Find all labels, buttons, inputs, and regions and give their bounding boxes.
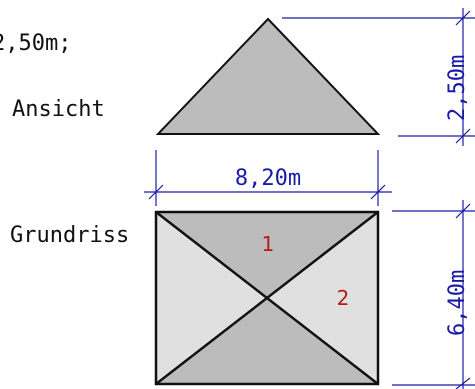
depth-dimension-label: 6,40m <box>445 270 470 336</box>
depth-tick-bottom <box>455 377 471 389</box>
header-text: 2,50m; <box>0 31 71 56</box>
height-dimension <box>282 8 475 146</box>
elevation-triangle <box>155 17 381 135</box>
roof-face-left <box>156 212 267 384</box>
roof-face-top <box>156 212 378 298</box>
area-label-2: 2 <box>337 286 350 310</box>
diagonal-2 <box>155 211 379 385</box>
plan-outline <box>154 210 380 386</box>
width-dimension <box>144 150 392 206</box>
view-label: Ansicht <box>12 97 105 122</box>
height-dimension-label: 2,50m <box>445 55 470 121</box>
roof-face-bottom <box>156 298 378 384</box>
height-tick-top <box>455 10 471 26</box>
area-label-1: 1 <box>262 232 275 256</box>
plan-label: Grundriss <box>10 223 129 248</box>
height-tick-bottom <box>455 128 471 144</box>
depth-dimension <box>392 200 475 389</box>
width-tick-left <box>148 184 164 200</box>
plan-rectangle <box>154 210 380 386</box>
width-dimension-label: 8,20m <box>235 166 301 191</box>
roof-face-right <box>267 212 378 384</box>
depth-tick-top <box>455 203 471 219</box>
width-tick-right <box>370 184 386 200</box>
